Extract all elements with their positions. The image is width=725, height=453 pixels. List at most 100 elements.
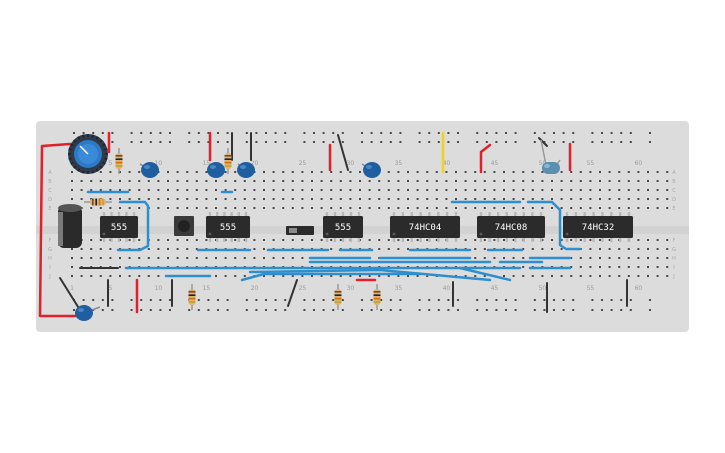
strip-hole — [512, 198, 515, 200]
ic-pin — [419, 236, 422, 242]
strip-hole — [282, 257, 285, 259]
strip-hole — [483, 275, 486, 277]
strip-hole — [397, 248, 400, 250]
strip-hole — [109, 207, 112, 209]
strip-hole — [551, 180, 553, 182]
rail-hole — [255, 299, 258, 301]
strip-hole — [167, 189, 169, 191]
rail-hole — [428, 299, 431, 301]
strip-hole — [253, 189, 256, 191]
strip-hole — [272, 171, 275, 173]
rail-hole — [332, 309, 335, 311]
cap-body — [363, 162, 381, 178]
ic-pin — [223, 236, 226, 242]
strip-hole — [589, 239, 592, 241]
ic-pin — [428, 236, 431, 242]
ic-label: 555 — [111, 223, 127, 233]
strip-hole — [320, 275, 323, 277]
strip-hole — [128, 275, 131, 277]
strip-hole — [243, 207, 246, 209]
rail-hole — [543, 309, 546, 311]
ic-pin — [208, 212, 212, 218]
ic-pin — [349, 212, 353, 218]
rail-hole — [361, 132, 363, 134]
ic-pin — [539, 236, 543, 242]
strip-hole — [483, 257, 486, 259]
ic-pin — [325, 236, 329, 242]
strip-hole — [224, 180, 227, 182]
rail-hole — [169, 141, 171, 143]
strip-hole — [397, 275, 400, 277]
strip-hole — [579, 198, 582, 200]
strip-hole — [272, 239, 275, 241]
strip-hole — [186, 257, 189, 259]
strip-hole — [368, 180, 371, 182]
rail-hole — [101, 309, 104, 311]
ic-pin — [514, 212, 517, 218]
rail-hole — [649, 299, 651, 301]
column-number: 15 — [203, 160, 211, 167]
strip-hole — [426, 207, 429, 209]
rail-hole — [476, 141, 479, 143]
strip-hole — [589, 180, 592, 182]
strip-hole — [666, 257, 669, 259]
strip-hole — [493, 207, 496, 209]
strip-hole — [301, 207, 304, 209]
strip-hole — [378, 198, 381, 200]
strip-hole — [195, 248, 198, 250]
ic-pin — [117, 212, 121, 218]
resistor-band — [224, 161, 232, 164]
ic-pin — [522, 212, 526, 218]
strip-hole — [666, 198, 669, 200]
ic-chip-555: 555 — [206, 212, 250, 242]
strip-hole — [99, 275, 102, 277]
rail-hole — [514, 309, 517, 311]
rail-hole — [313, 141, 315, 143]
strip-hole — [368, 275, 371, 277]
strip-hole — [368, 207, 371, 209]
strip-hole — [416, 180, 419, 182]
rail-hole — [437, 132, 440, 134]
resistor-band — [224, 155, 232, 157]
ic-pin — [601, 236, 604, 242]
strip-hole — [647, 239, 649, 241]
strip-hole — [407, 275, 409, 277]
rail-hole — [629, 309, 632, 311]
rail-hole — [572, 309, 575, 311]
strip-hole — [647, 180, 649, 182]
strip-hole — [282, 275, 285, 277]
rail-hole — [389, 309, 392, 311]
ic-pin — [237, 212, 240, 218]
cap-body — [207, 162, 225, 178]
strip-hole — [320, 189, 323, 191]
ic-pin — [349, 236, 353, 242]
cap-highlight — [78, 308, 84, 312]
ceramic-capacitor — [361, 162, 381, 178]
ic-pin — [445, 236, 449, 242]
resistor-body — [224, 153, 232, 169]
rail-hole — [111, 141, 114, 143]
ic-pin — [125, 236, 128, 242]
strip-hole — [80, 189, 83, 191]
ic-pin — [488, 236, 491, 242]
push-button — [174, 216, 194, 236]
column-number: 5 — [108, 285, 112, 292]
row-letter: I — [673, 265, 674, 271]
strip-hole — [291, 180, 294, 182]
strip-hole — [253, 248, 256, 250]
strip-hole — [627, 180, 630, 182]
strip-hole — [589, 207, 592, 209]
strip-hole — [541, 198, 544, 200]
column-number: 20 — [251, 285, 259, 292]
rail-hole — [111, 132, 114, 134]
strip-hole — [637, 171, 640, 173]
rail-hole — [303, 141, 306, 143]
pot-grip — [82, 170, 85, 174]
strip-hole — [71, 198, 73, 200]
strip-hole — [387, 275, 390, 277]
rail-hole — [399, 132, 402, 134]
strip-hole — [455, 198, 457, 200]
ic-chip-74hc08: 74HC08 — [477, 212, 545, 242]
strip-hole — [397, 180, 400, 182]
strip-hole — [176, 189, 179, 191]
